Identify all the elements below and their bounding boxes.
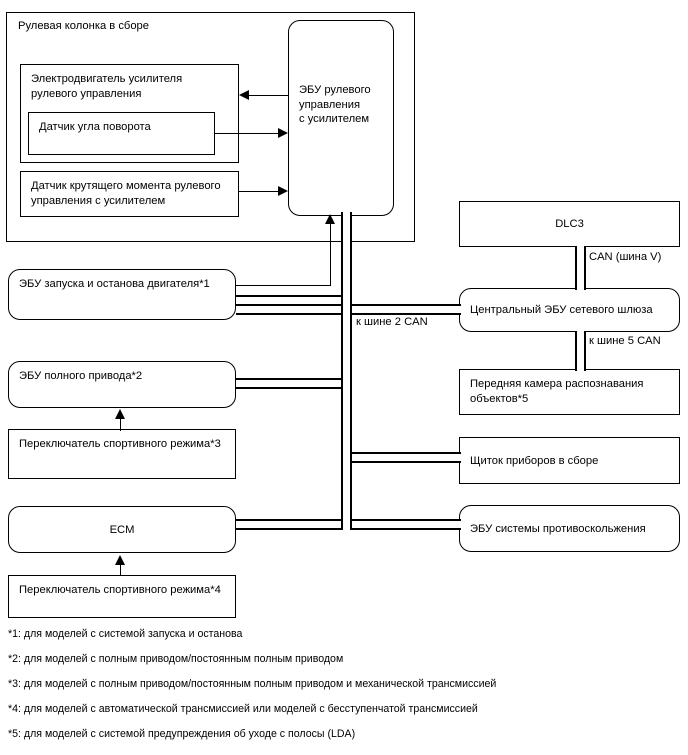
awd-ecu-label: ЭБУ полного привода*2 [19, 370, 143, 382]
combination-meter-label: Щиток приборов в сборе [470, 454, 599, 467]
eps-ecu-box: ЭБУ рулевого управления с усилителем [288, 20, 394, 216]
steering-angle-sensor-box: Датчик угла поворота [28, 112, 215, 155]
torque-sensor-to-eps-ecu-arrowhead [278, 186, 288, 196]
combination-meter-box: Щиток приборов в сборе [459, 437, 680, 484]
sport4-to-ecm-arrowhead [115, 555, 125, 565]
can-v-bus-label: CAN (шина V) [588, 250, 663, 264]
torque-sensor-box: Датчик крутящего момента рулевого управл… [20, 171, 239, 217]
steering-angle-sensor-label: Датчик угла поворота [39, 121, 151, 133]
central-gateway-ecu-box: Центральный ЭБУ сетевого шлюза [459, 288, 680, 332]
sport-switch-3-label: Переключатель спортивного режима*3 [19, 438, 221, 450]
angle-sensor-to-eps-ecu-arrowhead [278, 128, 288, 138]
footnote-4: *4: для моделей с автоматической трансми… [8, 703, 478, 715]
can-bus-dlc3-to-gateway [575, 246, 586, 290]
skid-control-ecu-box: ЭБУ системы противоскольжения [459, 505, 680, 552]
ecm-label: ECM [109, 523, 135, 536]
ecm-box: ECM [8, 506, 236, 553]
start-stop-to-eps-line-h [236, 285, 330, 286]
dlc3-label: DLC3 [555, 217, 584, 230]
start-stop-ecu-label: ЭБУ запуска и останова двигателя*1 [19, 278, 210, 290]
sport3-to-awd-arrowhead [115, 409, 125, 419]
front-camera-label: Передняя камера распознавания объектов*5 [470, 378, 644, 405]
skid-control-ecu-label: ЭБУ системы противоскольжения [470, 522, 646, 535]
eps-ecu-to-motor-arrowhead [239, 90, 249, 100]
can-bus-gateway-to-camera [575, 331, 586, 371]
can-2-bus-label: к шине 2 CAN [355, 315, 429, 329]
steering-column-assembly-label: Рулевая колонка в сборе [18, 20, 150, 32]
sport-switch-4-label: Переключатель спортивного режима*4 [19, 584, 221, 596]
can-bus-combination-meter-branch [341, 452, 461, 463]
front-camera-box: Передняя камера распознавания объектов*5 [459, 369, 680, 415]
can-5-bus-label: к шине 5 CAN [588, 334, 662, 348]
dlc3-box: DLC3 [459, 201, 680, 247]
awd-ecu-box: ЭБУ полного привода*2 [8, 361, 236, 408]
central-gateway-ecu-label: Центральный ЭБУ сетевого шлюза [470, 303, 653, 316]
can-bus-awd-branch [236, 378, 348, 389]
sport4-to-ecm-line [120, 565, 121, 576]
footnote-5: *5: для моделей с системой предупреждени… [8, 728, 356, 740]
can-bus-startstop-branch [236, 295, 348, 306]
can-bus-main-vertical [341, 212, 352, 530]
sport3-to-awd-line [120, 419, 121, 431]
torque-sensor-to-eps-ecu-line [239, 191, 278, 192]
footnote-2: *2: для моделей с полным приводом/постоя… [8, 653, 344, 665]
eps-motor-label: Электродвигатель усилителя рулевого упра… [31, 73, 183, 100]
sport-switch-3-box: Переключатель спортивного режима*3 [8, 429, 236, 479]
eps-ecu-to-motor-line [249, 95, 288, 96]
sport-switch-4-box: Переключатель спортивного режима*4 [8, 575, 236, 618]
torque-sensor-label: Датчик крутящего момента рулевого управл… [31, 180, 221, 207]
angle-sensor-to-eps-ecu-line [215, 133, 278, 134]
footnote-1: *1: для моделей с системой запуска и ост… [8, 628, 243, 640]
start-stop-to-eps-arrowhead [325, 214, 335, 224]
eps-ecu-label: ЭБУ рулевого управления с усилителем [299, 84, 371, 125]
start-stop-to-eps-line-v [330, 224, 331, 286]
start-stop-ecu-box: ЭБУ запуска и останова двигателя*1 [8, 269, 236, 320]
footnote-3: *3: для моделей с полным приводом/постоя… [8, 678, 497, 690]
